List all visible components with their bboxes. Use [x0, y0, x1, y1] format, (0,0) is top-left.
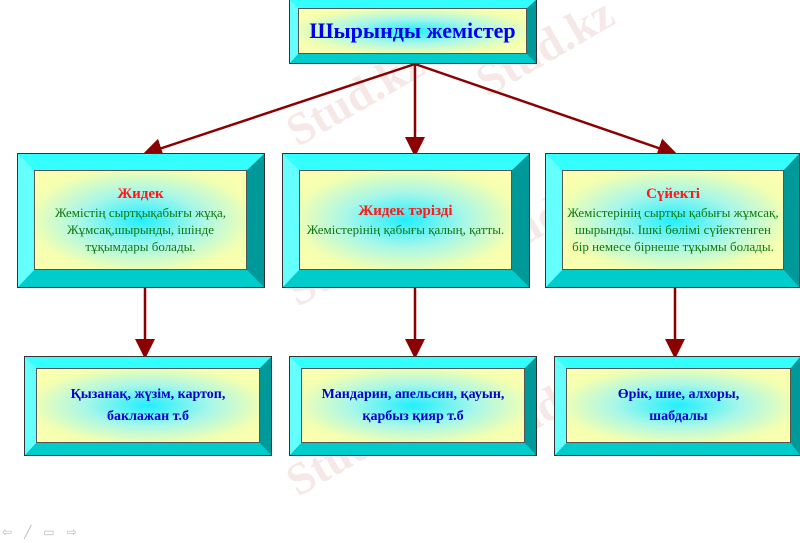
prev-icon[interactable]: ⇦: [2, 525, 13, 539]
next-icon[interactable]: ⇨: [66, 525, 77, 539]
category-heading: Жидек: [117, 186, 164, 202]
arrow-root-to-left: [142, 62, 416, 158]
examples-node-berry: Қызанақ, жүзім, картоп, баклажан т.б: [24, 356, 272, 456]
examples-text: Қызанақ, жүзім, картоп, баклажан т.б: [70, 386, 226, 424]
root-node: Шырынды жемістер: [289, 0, 537, 64]
examples-node-berry-like: Мандарин, апельсин, қауын, қарбыз қияр т…: [289, 356, 537, 456]
menu-icon[interactable]: ▭: [43, 525, 55, 539]
examples-node-stone: Өрік, шие, алхоры, шабдалы: [554, 356, 800, 456]
category-node-berry: Жидек Жемістің сыртқықабығы жұқа, Жұмсақ…: [17, 153, 265, 288]
category-description: Жемістің сыртқықабығы жұқа, Жұмсақ,шырын…: [55, 205, 226, 254]
category-node-berry-like: Жидек тәрізді Жемістерінің қабығы қалың,…: [282, 153, 530, 288]
examples-text: Өрік, шие, алхоры, шабдалы: [617, 386, 740, 424]
category-description: Жемістерінің қабығы қалың, қатты.: [306, 222, 505, 237]
slide-navigation: ⇦ ╱ ▭ ⇨: [2, 525, 77, 539]
root-title: Шырынды жемістер: [309, 18, 516, 43]
arrow-root-to-right: [414, 62, 678, 158]
category-heading: Сүйекті: [646, 186, 700, 202]
examples-text: Мандарин, апельсин, қауын, қарбыз қияр т…: [321, 386, 505, 424]
category-node-stone: Сүйекті Жемістерінің сыртқы қабығы жұмса…: [545, 153, 800, 288]
category-description: Жемістерінің сыртқы қабығы жұмсақ, шырын…: [567, 205, 779, 254]
category-heading: Жидек тәрізді: [358, 203, 453, 219]
pen-icon[interactable]: ╱: [24, 525, 32, 539]
